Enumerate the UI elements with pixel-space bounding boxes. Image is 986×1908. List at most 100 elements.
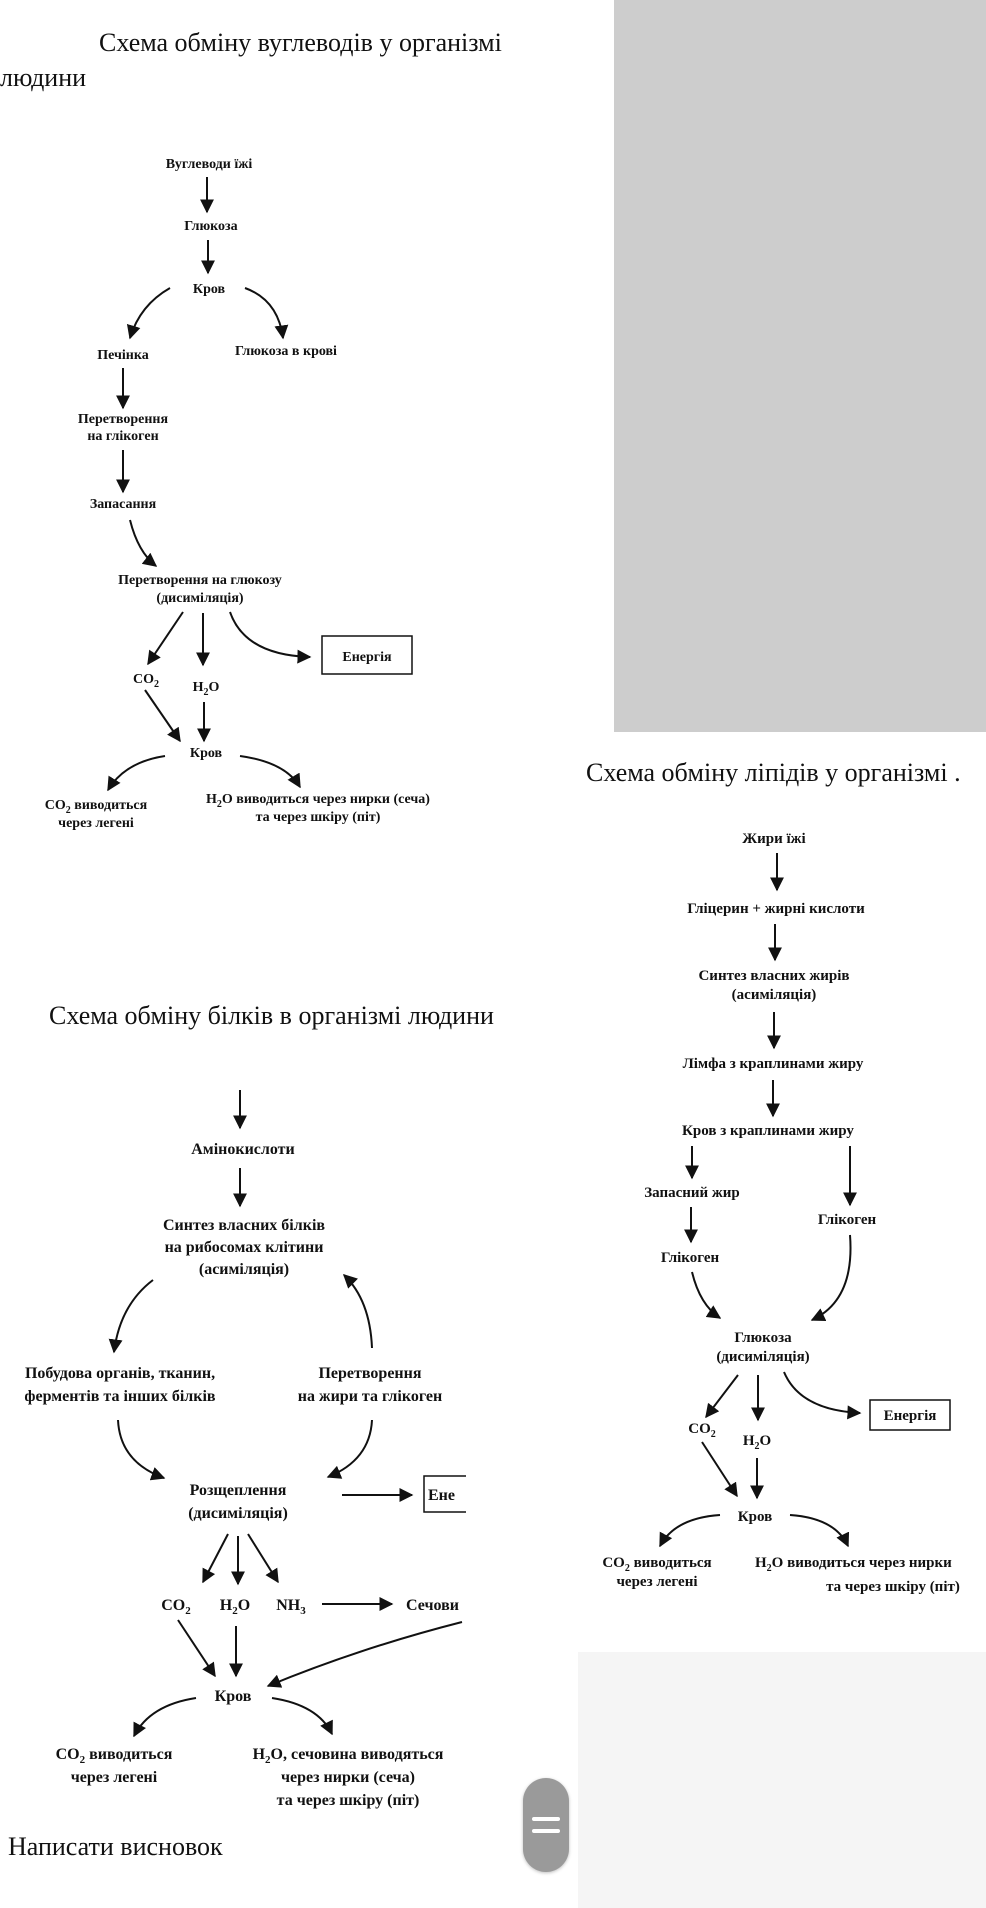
- gray-image-placeholder: [614, 0, 986, 732]
- proteins-node-h2o-out-3: та через шкіру (піт): [277, 1792, 420, 1809]
- carbs-heading-line2: людини: [0, 63, 87, 92]
- lipids-arrow: [691, 1271, 722, 1319]
- carbs-node-energy: Енергія: [342, 650, 392, 665]
- lipids-node-glycogen-r: Глікоген: [818, 1212, 877, 1228]
- lipids-arrow: [810, 1234, 852, 1322]
- proteins-energy-box: [423, 1475, 466, 1513]
- carbs-arrow: [129, 519, 158, 567]
- proteins-node-amino: Амінокислоти: [191, 1141, 295, 1158]
- lipids-energy-box: [869, 1399, 951, 1431]
- lipids-node-co2-out-2: через легені: [616, 1574, 697, 1590]
- proteins-node-co2: CO2: [161, 1597, 191, 1617]
- proteins-diagram: Амінокислоти Синтез власних білків на ри…: [24, 1090, 466, 1809]
- lipids-node-glycerol: Гліцерин + жирні кислоти: [687, 901, 865, 917]
- proteins-node-split-1: Розщеплення: [190, 1482, 287, 1499]
- carbs-node-to-glucose-2: (дисиміляція): [156, 591, 243, 606]
- proteins-node-conv-1: Перетворення: [318, 1365, 421, 1382]
- lipids-node-synth-2: (асиміляція): [732, 987, 817, 1003]
- proteins-node-blood: Кров: [215, 1688, 252, 1705]
- lipids-node-reserve: Запасний жир: [644, 1185, 740, 1201]
- carbs-arrow: [107, 755, 166, 792]
- carbs-diagram: Вуглеводи їжі Глюкоза Кров Печінка Глюко…: [45, 157, 431, 831]
- proteins-node-co2-out-1: CO2 виводиться: [56, 1746, 173, 1766]
- light-image-placeholder: [578, 1652, 986, 1908]
- proteins-node-build-2: ферментів та інших білків: [24, 1388, 216, 1405]
- carbs-node-h2o-out-1: H2O виводиться через нирки (сеча): [206, 792, 430, 810]
- proteins-node-h2o-out-1: H2O, сечовина виводяться: [253, 1746, 444, 1766]
- carbs-node-blood: Кров: [193, 282, 226, 297]
- proteins-arrow: [133, 1697, 197, 1738]
- carbs-node-storage: Запасання: [90, 497, 157, 512]
- lipids-arrow: [705, 1374, 739, 1419]
- lipids-node-synth-1: Синтез власних жирів: [698, 968, 849, 984]
- proteins-node-synth-3: (асиміляція): [199, 1261, 289, 1278]
- proteins-heading: Схема обміну білків в організмі людини: [49, 1001, 494, 1030]
- proteins-node-urea: Сечови: [406, 1597, 459, 1614]
- conclusion-text: Написати висновок: [8, 1832, 223, 1861]
- carbs-node-glycogen-1: Перетворення: [78, 412, 169, 427]
- proteins-arrow: [342, 1274, 373, 1349]
- carbs-arrow: [144, 689, 181, 743]
- carbs-node-h2o: H2O: [193, 680, 220, 698]
- carbs-heading-line1: Схема обміну вуглеводів у організмі: [99, 28, 502, 57]
- carbs-arrow: [244, 287, 289, 340]
- lipids-node-glycogen-l: Глікоген: [661, 1250, 720, 1266]
- proteins-node-energy: Ене: [428, 1487, 455, 1504]
- drag-handle-button[interactable]: [523, 1778, 569, 1872]
- proteins-node-co2-out-2: через легені: [71, 1769, 158, 1786]
- carbs-node-liver: Печінка: [97, 348, 148, 363]
- proteins-arrow: [202, 1533, 229, 1584]
- lipids-node-blood: Кров з краплинами жиру: [682, 1123, 854, 1139]
- lipids-arrow: [659, 1514, 721, 1548]
- proteins-node-h2o: H2O: [220, 1597, 250, 1617]
- proteins-node-synth-2: на рибосомах клітини: [165, 1239, 324, 1256]
- lipids-node-h2o-out-2: та через шкіру (піт): [826, 1579, 960, 1595]
- lipids-arrow: [701, 1441, 738, 1498]
- lipids-node-food: Жири їжі: [742, 831, 805, 847]
- carbs-node-glucose: Глюкоза: [184, 219, 237, 234]
- proteins-node-nh3: NH3: [276, 1597, 306, 1617]
- lipids-diagram: Жири їжі Гліцерин + жирні кислоти Синтез…: [602, 831, 960, 1595]
- carbs-node-co2: CO2: [133, 672, 159, 690]
- proteins-node-build-1: Побудова органів, тканин,: [25, 1365, 215, 1382]
- carbs-node-to-glucose-1: Перетворення на глюкозу: [118, 573, 282, 588]
- lipids-arrow: [783, 1371, 862, 1420]
- drag-handle-icon: [532, 1829, 560, 1833]
- lipids-arrow: [789, 1514, 850, 1548]
- proteins-node-split-2: (дисиміляція): [188, 1505, 288, 1522]
- lipids-node-lymph: Лімфа з краплинами жиру: [683, 1056, 864, 1072]
- proteins-node-conv-2: на жири та глікоген: [298, 1388, 442, 1405]
- carbs-node-co2-out-2: через легені: [58, 816, 134, 831]
- proteins-node-synth-1: Синтез власних білків: [163, 1217, 325, 1234]
- lipids-node-h2o: H2O: [743, 1433, 771, 1452]
- lipids-node-co2-out-1: CO2 виводиться: [602, 1555, 711, 1574]
- lipids-node-blood2: Кров: [738, 1509, 772, 1525]
- proteins-arrow: [326, 1419, 373, 1479]
- proteins-arrow: [247, 1533, 279, 1584]
- carbs-arrow: [126, 287, 171, 340]
- proteins-arrow: [271, 1697, 333, 1736]
- lipids-node-co2: CO2: [688, 1421, 716, 1440]
- carbs-node-glycogen-2: на глікоген: [87, 429, 158, 444]
- lipids-node-h2o-out-1: H2O виводиться через нирки: [755, 1555, 952, 1574]
- proteins-arrow: [177, 1619, 216, 1678]
- carbs-arrow: [229, 611, 312, 664]
- proteins-arrow: [117, 1419, 166, 1481]
- carbs-arrow: [239, 755, 301, 789]
- carbs-node-h2o-out-2: та через шкіру (піт): [256, 810, 381, 825]
- proteins-node-h2o-out-2: через нирки (сеча): [281, 1769, 415, 1786]
- proteins-arrow: [108, 1279, 154, 1354]
- lipids-node-glucose-2: (дисиміляція): [716, 1349, 809, 1365]
- drag-handle-icon: [532, 1817, 560, 1821]
- carbs-node-co2-out-1: CO2 виводиться: [45, 798, 148, 816]
- carbs-node-glucose-blood: Глюкоза в крові: [235, 344, 337, 359]
- carbs-energy-box: [321, 635, 413, 675]
- lipids-heading: Схема обміну ліпідів у організмі .: [586, 758, 961, 787]
- carbs-node-blood2: Кров: [190, 746, 223, 761]
- lipids-node-energy: Енергія: [884, 1408, 937, 1424]
- carbs-arrow: [147, 611, 184, 666]
- lipids-node-glucose-1: Глюкоза: [734, 1330, 792, 1346]
- proteins-arrow: [266, 1621, 463, 1688]
- carbs-node-food: Вуглеводи їжі: [166, 157, 253, 172]
